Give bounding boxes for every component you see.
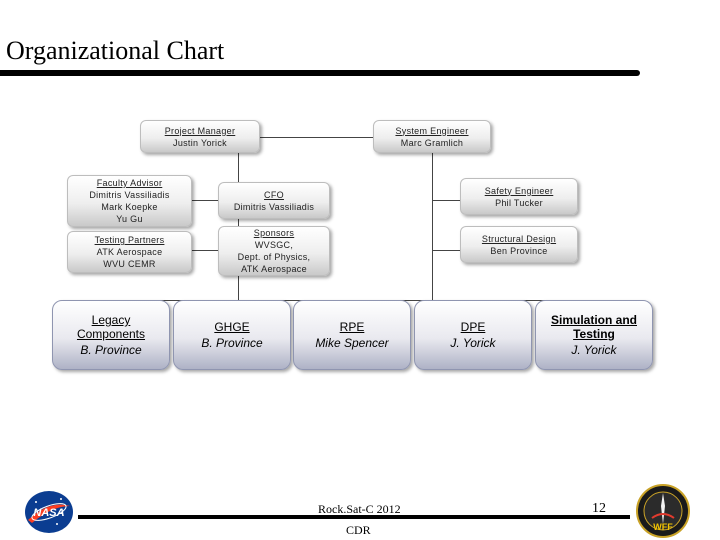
node-role: Sponsors: [253, 228, 295, 238]
node-person: Dimitris Vassiliadis: [233, 201, 315, 212]
node-safety-engineer: Safety Engineer Phil Tucker: [460, 178, 578, 215]
node-role: Testing Partners: [94, 235, 165, 245]
team-title: Legacy: [91, 313, 131, 327]
page-title: Organizational Chart: [6, 36, 225, 65]
connector-testing: [192, 250, 238, 251]
footer-rule: [78, 515, 630, 519]
node-project-manager: Project Manager Justin Yorick: [140, 120, 260, 153]
node-testing-partners: Testing Partners ATK Aerospace WVU CEMR: [67, 231, 192, 273]
connector-structural: [432, 250, 460, 251]
node-sponsors: Sponsors WVSGC, Dept. of Physics, ATK Ae…: [218, 226, 330, 276]
node-person: Dimitris Vassiliadis: [89, 190, 170, 200]
team-ghge: GHGE B. Province: [173, 300, 291, 370]
nasa-logo-text: NASA: [33, 507, 64, 519]
node-system-engineer: System Engineer Marc Gramlich: [373, 120, 491, 153]
team-title: DPE: [460, 320, 486, 334]
connector-se-vertical: [432, 150, 433, 300]
node-structural-design: Structural Design Ben Province: [460, 226, 578, 263]
page-number: 12: [592, 501, 606, 516]
nasa-logo: NASA: [25, 491, 73, 533]
team-lead: B. Province: [80, 343, 142, 357]
node-person: Ben Province: [490, 245, 548, 256]
team-title: RPE: [339, 320, 365, 334]
node-person: Dept. of Physics,: [237, 252, 311, 262]
node-person: ATK Aerospace: [96, 247, 163, 257]
team-rpe: RPE Mike Spencer: [293, 300, 411, 370]
team-dpe: DPE J. Yorick: [414, 300, 532, 370]
node-role: Faculty Advisor: [96, 178, 163, 188]
connector-top-horizontal: [260, 137, 373, 138]
team-title: GHGE: [214, 320, 250, 334]
node-person: Phil Tucker: [495, 197, 543, 208]
connector-advisor: [192, 200, 238, 201]
team-lead: J. Yorick: [571, 343, 617, 357]
node-person: Mark Koepke: [101, 202, 158, 212]
team-title: Testing: [573, 327, 615, 341]
node-person: WVSGC,: [254, 240, 294, 250]
node-person: ATK Aerospace: [241, 264, 307, 274]
team-lead: Mike Spencer: [315, 336, 389, 350]
node-person: Yu Gu: [116, 214, 143, 224]
title-rule: [0, 70, 640, 76]
node-role: CFO: [264, 189, 284, 200]
team-lead: J. Yorick: [450, 336, 496, 350]
wff-logo-text: WFF: [653, 522, 673, 532]
wff-logo: WFF: [636, 484, 690, 538]
team-title: Components: [76, 327, 146, 341]
team-legacy-components: Legacy Components B. Province: [52, 300, 170, 370]
node-cfo: CFO Dimitris Vassiliadis: [218, 182, 330, 219]
footer-subtitle: CDR: [346, 523, 371, 537]
team-lead: B. Province: [201, 336, 263, 350]
node-role: Project Manager: [164, 125, 236, 136]
team-simulation-testing: Simulation and Testing J. Yorick: [535, 300, 653, 370]
team-title: Simulation and: [550, 313, 637, 327]
footer-title: Rock.Sat-C 2012: [318, 502, 401, 516]
node-role: Structural Design: [481, 233, 557, 244]
node-role: System Engineer: [395, 125, 469, 136]
node-person: WVU CEMR: [103, 259, 156, 269]
connector-safety: [432, 200, 460, 201]
node-person: Justin Yorick: [173, 137, 227, 148]
node-faculty-advisor: Faculty Advisor Dimitris Vassiliadis Mar…: [67, 175, 192, 227]
connector-pm-vertical: [238, 150, 239, 300]
node-role: Safety Engineer: [484, 185, 554, 196]
node-person: Marc Gramlich: [400, 137, 464, 148]
